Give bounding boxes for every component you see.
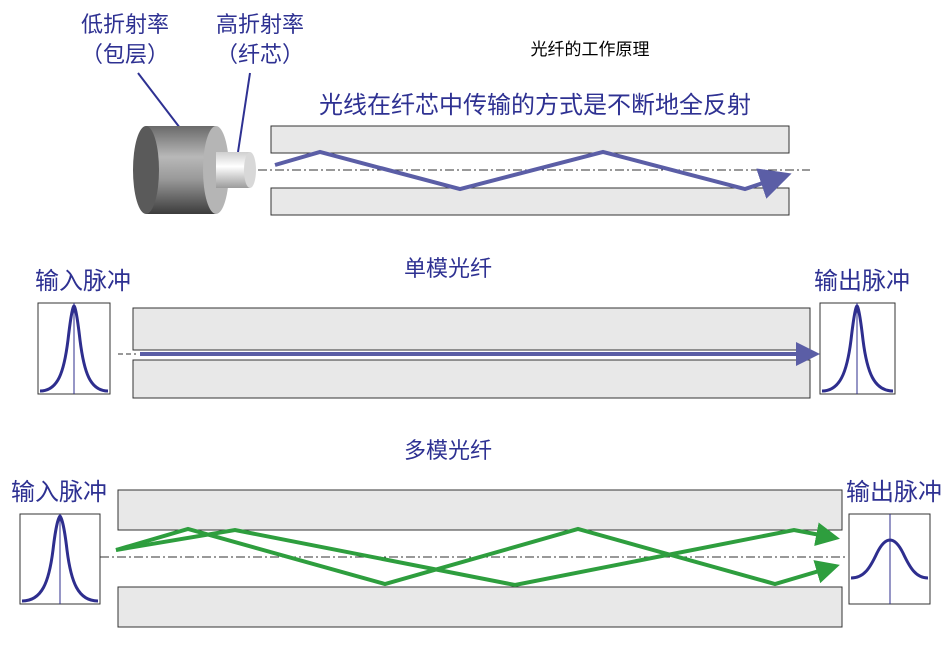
cladding-label-line1: 低折射率 [81,13,169,38]
multi-mode-title: 多模光纤 [404,439,492,464]
multi-mode-ray-shallow [115,522,840,588]
multi-mode-input-label: 输入脉冲 [11,478,107,506]
multi-mode-output-label: 输出脉冲 [846,478,942,506]
multi-mode-input-pulse [19,513,101,605]
single-mode-title: 单模光纤 [404,257,492,282]
single-mode-fiber [118,307,811,399]
cladding-label-line2: （包层） [81,43,169,68]
diagram-title: 光纤的工作原理 [531,40,650,60]
core-label-line1: 高折射率 [216,13,304,38]
multi-mode-ray-steep [115,526,840,587]
single-mode-input-label: 输入脉冲 [35,267,131,295]
propagation-caption: 光线在纤芯中传输的方式是不断地全反射 [319,91,751,119]
cladding-leader-line [137,72,181,129]
single-mode-output-label: 输出脉冲 [814,267,910,295]
total-reflection-ray [274,149,792,199]
single-mode-input-pulse [37,302,111,395]
single-mode-output-pulse [819,302,896,395]
top-fiber-section [258,125,810,216]
core-label-line2: （纤芯） [216,43,304,68]
fiber-cross-section [133,126,256,214]
multi-mode-fiber [100,489,848,628]
core-leader-line [237,72,251,153]
multi-mode-output-pulse [848,513,931,605]
